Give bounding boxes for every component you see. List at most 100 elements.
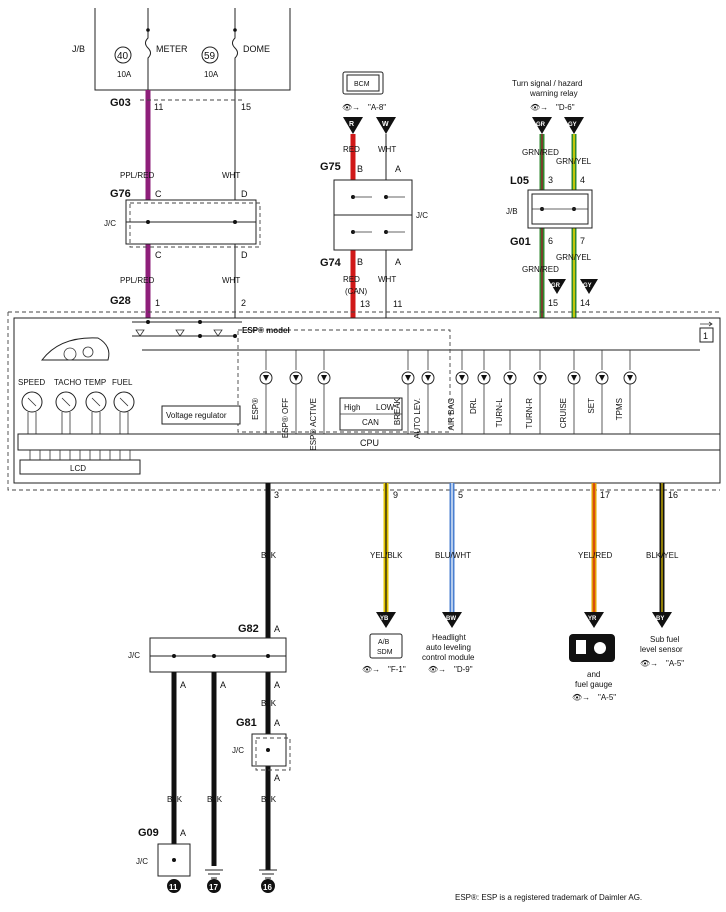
led-indicator: AIR BAG xyxy=(447,350,469,434)
junction-g81: G81 A J/C A xyxy=(232,717,291,783)
ref-d9: "D-9" xyxy=(454,665,473,674)
ref-f1: "F-1" xyxy=(388,665,406,674)
fuse-block: J/B 40 10A METER 59 10A DOME xyxy=(72,8,291,91)
can-label: (CAN) xyxy=(345,287,368,296)
fuel-label-1: and xyxy=(587,670,600,679)
wire-color-label: RED xyxy=(343,145,360,154)
ground-16-label: 16 xyxy=(263,883,272,892)
sub-fuel-level-sensor: Sub fuel level sensor 👁→ "A-5" xyxy=(640,635,684,668)
cpu-label: CPU xyxy=(360,438,379,448)
wire-color-label: BLU/WHT xyxy=(435,551,471,560)
connector-g01: G01 xyxy=(510,236,531,248)
pin-label: 15 xyxy=(241,102,251,112)
terminal-bw: BW xyxy=(446,616,456,622)
wire-color-label: YEL/BLK xyxy=(370,551,403,560)
junction-g82: G82 A J/C A A A xyxy=(128,623,287,690)
pin-label: A xyxy=(395,164,401,174)
pin-label: B xyxy=(357,257,363,267)
fuse-meter-name: METER xyxy=(156,44,188,54)
gauge-label-temp: TEMP xyxy=(84,378,106,387)
voltage-regulator-label: Voltage regulator xyxy=(166,411,227,420)
fuel-gauge-icon xyxy=(113,391,135,413)
bcm-terminals: R W xyxy=(343,117,396,134)
fuel-pump-module: and fuel gauge 👁→ "A-5" xyxy=(569,634,616,702)
ground-16-icon xyxy=(259,869,277,879)
pin-label: 13 xyxy=(360,299,370,309)
bcm-label: BCM xyxy=(354,81,370,88)
pin-label: D xyxy=(241,250,248,260)
lcd-label: LCD xyxy=(70,464,86,473)
gauge-label-tacho: TACHO xyxy=(54,378,81,387)
tacho-gauge-icon xyxy=(55,391,77,413)
terminal-by: BY xyxy=(656,616,664,622)
terminal-gy: GY xyxy=(583,283,592,289)
junction-g76: G76 C D J/C C D xyxy=(104,188,261,260)
wire-color-label: BLK xyxy=(261,551,277,560)
esp-model-label: ESP® model xyxy=(242,326,290,335)
pin-label: 7 xyxy=(580,236,585,246)
headlight-leveling-module: Headlight auto leveling control module 👁… xyxy=(422,633,475,674)
can-low-label: LOW xyxy=(376,403,395,412)
jc-label: J/C xyxy=(136,857,148,866)
pin-label: 16 xyxy=(668,490,678,500)
fuse-59-rating: 10A xyxy=(204,70,219,79)
ground-17-label: 17 xyxy=(209,883,218,892)
led-indicator: SET xyxy=(587,350,609,434)
fuse-59-number: 59 xyxy=(204,51,216,62)
pin-label: 15 xyxy=(548,298,558,308)
bcm-module: BCM 👁→ "A-8" xyxy=(342,71,386,112)
fuel-pump-icon xyxy=(569,634,615,662)
can-high-label: High xyxy=(344,403,360,412)
terminal-w: W xyxy=(382,121,389,128)
pin-label: D xyxy=(241,189,248,199)
wire-color-label: BLK xyxy=(167,795,183,804)
wire-color-label: GRN/RED xyxy=(522,265,559,274)
pin-label: 2 xyxy=(241,298,246,308)
jc-label: J/C xyxy=(128,651,140,660)
led-label: AIR BAG xyxy=(447,398,456,430)
ref-link-icon: 👁→ xyxy=(572,693,590,702)
page-ref-1: 1 xyxy=(703,331,708,341)
connector-g75: G75 xyxy=(320,161,341,173)
pin-label: 1 xyxy=(155,298,160,308)
led-label: AUTO LEV. xyxy=(413,398,422,439)
fuel-label-2: fuel gauge xyxy=(575,680,613,689)
airbag-sdm-module: A/B SDM 👁→ "F-1" xyxy=(362,633,406,674)
led-indicator: ESP® xyxy=(251,350,273,434)
junction-l05: L05 3 4 J/B G01 6 7 xyxy=(506,175,593,248)
led-label: ESP® OFF xyxy=(281,398,290,438)
terminal-yb: YB xyxy=(380,616,389,622)
instrument-cluster-icon xyxy=(40,337,110,361)
jc-label: J/C xyxy=(104,219,116,228)
wire-color-label: GRN/YEL xyxy=(556,157,592,166)
connector-g09: G09 xyxy=(138,827,159,839)
wire-color-label: BLK xyxy=(261,795,277,804)
pin-label: 3 xyxy=(274,490,279,500)
gauge-label-speed: SPEED xyxy=(18,378,45,387)
led-label: ESP® ACTIVE xyxy=(309,398,318,451)
pin-label: A xyxy=(220,680,226,690)
can-label: CAN xyxy=(362,418,379,427)
pin-label: 5 xyxy=(458,490,463,500)
connector-l05: L05 xyxy=(510,175,529,187)
ref-link-icon: 👁→ xyxy=(428,665,446,674)
connector-g03: G03 xyxy=(110,97,131,109)
speed-gauge-icon xyxy=(21,391,43,413)
pin-label: A xyxy=(395,257,401,267)
relay-label-2: warning relay xyxy=(529,89,578,98)
wire-color-label: GRN/RED xyxy=(522,148,559,157)
ground-11-label: 11 xyxy=(169,883,178,892)
wire-color-label: WHT xyxy=(378,275,396,284)
pin-label: A xyxy=(274,624,280,634)
fuse-40-rating: 10A xyxy=(117,70,132,79)
wire-color-label: WHT xyxy=(222,171,240,180)
ground-17-icon xyxy=(205,869,223,879)
ref-link-icon: 👁→ xyxy=(640,659,658,668)
trademark-note: ESP®: ESP is a registered trademark of D… xyxy=(455,893,642,902)
led-label: CRUISE xyxy=(559,398,568,428)
ground-points: 11 17 16 xyxy=(167,869,277,893)
jc-label: J/C xyxy=(232,746,244,755)
connector-g81: G81 xyxy=(236,717,257,729)
pin-label: 6 xyxy=(548,236,553,246)
terminal-gr: GR xyxy=(536,122,546,128)
